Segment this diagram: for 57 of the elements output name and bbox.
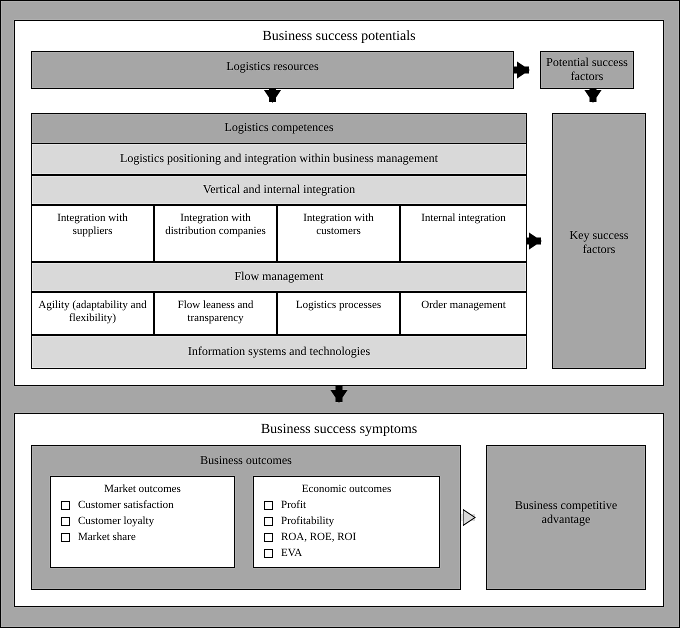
list-item: Profitability	[281, 514, 334, 529]
box	[31, 175, 527, 205]
box	[31, 335, 527, 369]
box	[277, 292, 400, 335]
box-label: Logistics competences	[224, 120, 334, 134]
list-item: ROA, ROE, ROI	[281, 530, 356, 545]
list-box	[50, 476, 235, 568]
block-arrow	[461, 509, 476, 526]
box-label: Logistics positioning and integration within business management	[119, 151, 439, 166]
box-label: Integration with distribution companies	[164, 212, 267, 238]
list-item: Profit	[281, 498, 306, 513]
group-box	[31, 445, 461, 590]
box-label: Internal integration	[420, 212, 507, 226]
list-item: Market share	[78, 530, 136, 545]
box-label: Order management	[420, 299, 507, 312]
block-arrow	[264, 89, 281, 102]
box	[31, 205, 154, 262]
panel-title: Business success symptoms	[260, 422, 418, 439]
box	[31, 292, 154, 335]
list-box	[253, 476, 440, 568]
box-label: Vertical and internal integration	[202, 182, 356, 196]
box-label: Business competitive advantage	[514, 498, 618, 527]
panel	[14, 20, 664, 386]
box-label: Flow management	[234, 269, 324, 284]
box-label: Integration with suppliers	[56, 212, 129, 238]
box	[552, 113, 646, 369]
block-arrow	[527, 232, 542, 250]
list-heading: Market outcomes	[103, 483, 182, 495]
box	[540, 51, 634, 89]
box	[154, 205, 277, 262]
box	[31, 262, 527, 292]
group-box	[31, 113, 527, 369]
box-label: Flow leaness and transparency	[176, 299, 254, 326]
block-arrow	[584, 89, 602, 102]
box-label: Information systems and technologies	[186, 344, 372, 358]
box	[154, 292, 277, 335]
block-arrow	[514, 62, 530, 78]
box-label: Potential success factors	[545, 55, 629, 84]
list-item: Customer satisfaction	[78, 498, 174, 513]
box-label: Logistics processes	[294, 299, 382, 312]
list-heading: Economic outcomes	[300, 483, 392, 495]
box-label: Key success factors	[568, 228, 630, 257]
box-label: Business outcomes	[199, 453, 293, 468]
panel-title: Business success potentials	[261, 29, 417, 46]
box	[400, 205, 527, 262]
box	[400, 292, 527, 335]
box	[31, 143, 527, 175]
box-label: Logistics resources	[225, 59, 320, 74]
block-arrow	[330, 386, 348, 402]
box	[277, 205, 400, 262]
box-label: Integration with customers	[302, 212, 375, 238]
list-item: Customer loyalty	[78, 514, 154, 529]
box	[31, 51, 514, 89]
panel	[14, 413, 664, 607]
box	[486, 445, 646, 590]
list-item: EVA	[281, 546, 302, 561]
box-label: Agility (adaptability and flexibility)	[37, 299, 148, 326]
